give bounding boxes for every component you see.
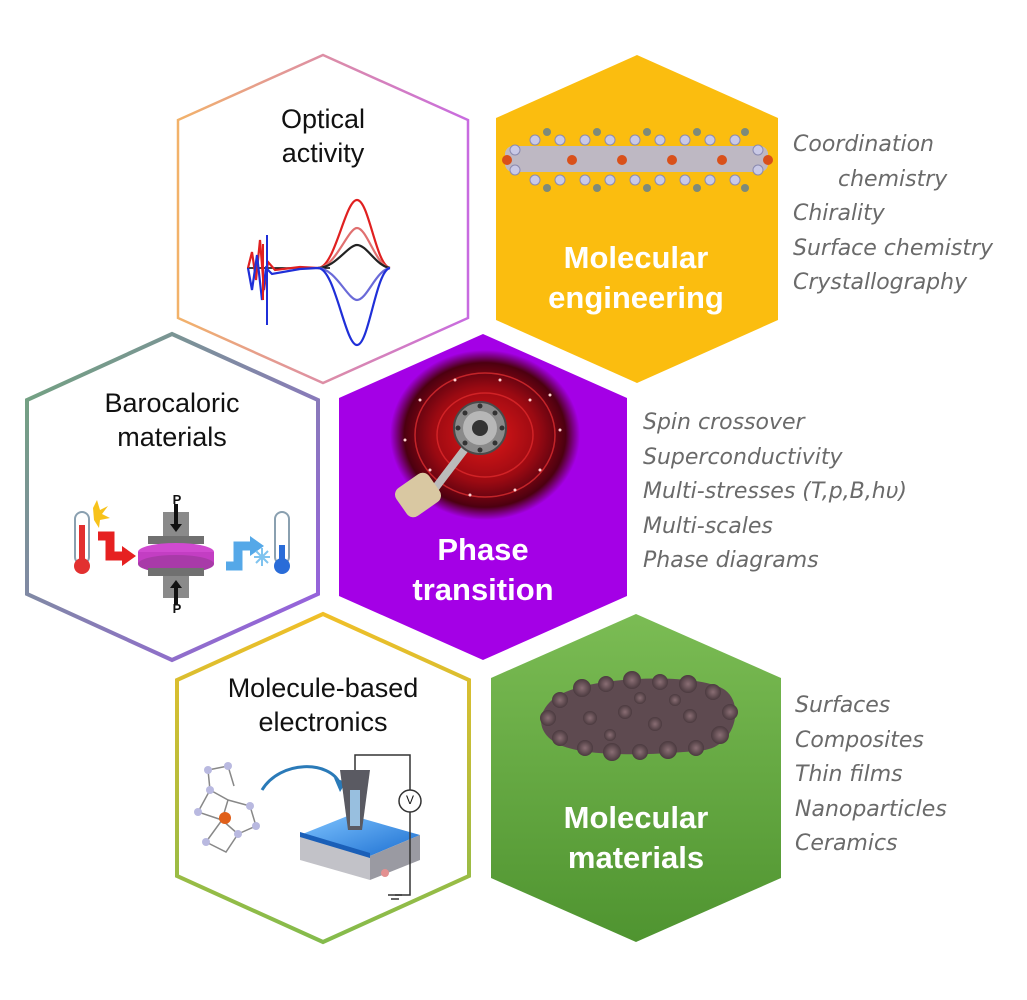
phase-transition-title-line2: transition <box>412 572 554 608</box>
pressure-label-bottom: P <box>172 601 182 616</box>
barocaloric-illustration <box>74 500 290 604</box>
nanoparticle-composite-illustration <box>540 671 738 761</box>
keyword-item: Crystallography <box>793 270 968 295</box>
molecular-chain-illustration <box>502 128 773 192</box>
keyword-item: chemistry <box>838 166 948 192</box>
molecular-materials-title: Molecular materials <box>526 798 746 879</box>
phase-transition-title-line1: Phase <box>437 532 529 567</box>
molecular-engineering-title-line1: Molecular <box>563 240 709 275</box>
hexagon-barocaloric <box>25 331 320 663</box>
cd-spectra-plot <box>246 198 391 347</box>
molecular-materials-title-line2: materials <box>567 840 705 876</box>
keyword-item: Superconductivity <box>643 444 843 470</box>
electronics-title-line1: Molecule-based <box>227 673 419 703</box>
keyword-item: Nanoparticles <box>795 796 947 822</box>
molecular-engineering-keywords: Coordination chemistry Chirality Surface… <box>793 128 993 301</box>
voltmeter-label: V <box>405 793 414 807</box>
keyword-item: Spin crossover <box>643 410 805 435</box>
molecular-engineering-title: Molecular engineering <box>526 238 746 319</box>
optical-activity-title: Optical activity <box>233 103 413 171</box>
keyword-item: Surface chemistry <box>793 235 994 261</box>
barocaloric-title: Barocaloric materials <box>72 387 272 455</box>
diffraction-illustration <box>390 350 580 520</box>
keyword-item: Composites <box>795 727 924 753</box>
snowflake-icon <box>254 548 270 566</box>
hexagon-optical-activity <box>176 53 470 385</box>
keyword-item: Phase diagrams <box>643 548 819 573</box>
optical-activity-title-line1: Optical <box>280 104 366 134</box>
keyword-item: Multi-scales <box>643 513 773 539</box>
molecular-engineering-title-line2: engineering <box>548 280 724 316</box>
barocaloric-title-line2: materials <box>117 421 227 452</box>
keyword-item: Coordination <box>793 132 934 157</box>
phase-transition-keywords: Spin crossover Superconductivity Multi-s… <box>643 406 907 579</box>
hexagon-electronics <box>175 611 471 945</box>
molecular-device-illustration <box>194 754 422 900</box>
hexagon-molecular-engineering <box>496 55 778 383</box>
pressure-label-top: P <box>172 492 182 507</box>
barocaloric-title-line1: Barocaloric <box>104 388 240 418</box>
keyword-item: Ceramics <box>795 831 898 856</box>
keyword-item: Thin films <box>795 762 903 787</box>
molecular-materials-title-line1: Molecular <box>563 800 709 835</box>
keyword-item: Multi-stresses (T,p,B,hυ) <box>643 479 907 504</box>
electronics-title: Molecule-based electronics <box>203 672 443 740</box>
keyword-item: Chirality <box>793 201 885 226</box>
electronics-title-line2: electronics <box>258 706 388 737</box>
optical-activity-title-line2: activity <box>281 137 365 168</box>
molecular-materials-keywords: Surfaces Composites Thin films Nanoparti… <box>795 689 947 862</box>
hexagon-molecular-materials <box>491 614 781 942</box>
phase-transition-title: Phase transition <box>383 530 583 611</box>
keyword-item: Surfaces <box>795 693 891 718</box>
